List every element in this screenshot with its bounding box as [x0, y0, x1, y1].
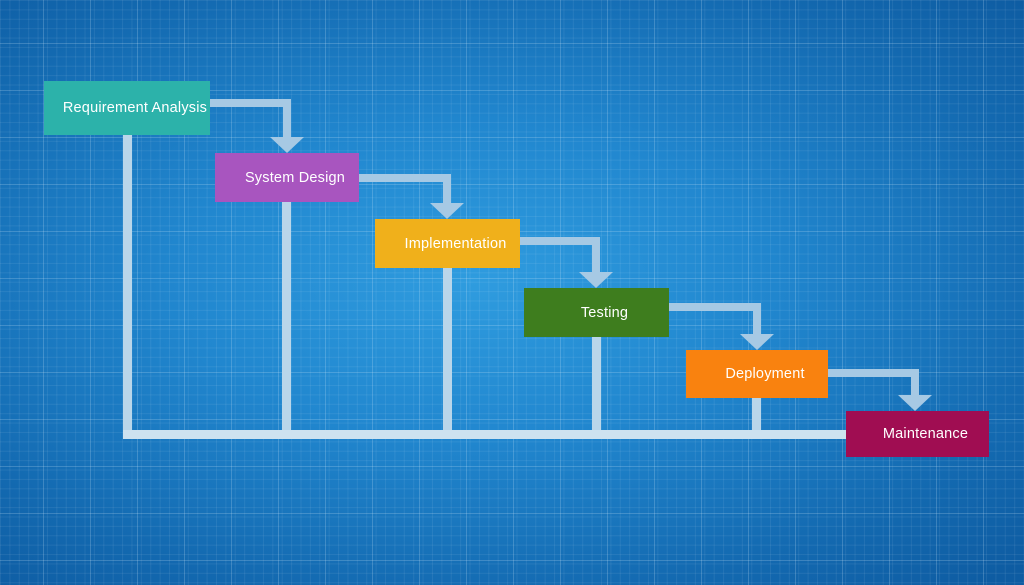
feedback-line-requirement-analysis	[123, 134, 132, 439]
stage-implementation: Implementation	[375, 219, 520, 268]
arrow-segment-vertical	[443, 174, 451, 203]
feedback-line-implementation	[443, 267, 452, 439]
feedback-line-deployment	[752, 397, 761, 439]
stage-label: Requirement Analysis	[62, 100, 208, 116]
arrow-segment-vertical	[592, 237, 600, 272]
feedback-bus-line-to-maintenance	[123, 430, 846, 439]
arrow-segment-horizontal	[210, 99, 291, 107]
arrow-head-down	[270, 137, 304, 153]
stage-label: System Design	[244, 169, 346, 186]
arrow-head-down	[898, 395, 932, 411]
feedback-line-system-design	[282, 201, 291, 439]
arrow-segment-horizontal	[669, 303, 761, 311]
arrow-segment-horizontal	[520, 237, 600, 245]
stage-testing: Testing	[524, 288, 669, 337]
arrow-segment-vertical	[283, 99, 291, 137]
arrow-segment-horizontal	[828, 369, 919, 377]
stage-label: Deployment	[725, 366, 805, 382]
arrow-head-down	[430, 203, 464, 219]
arrow-head-down	[579, 272, 613, 288]
stage-label: Implementation	[404, 235, 507, 252]
arrow-head-down	[740, 334, 774, 350]
stage-label: Maintenance	[882, 426, 969, 442]
arrow-segment-vertical	[753, 303, 761, 334]
stage-system-design: System Design	[215, 153, 359, 202]
arrow-segment-horizontal	[359, 174, 451, 182]
stage-label: Testing	[580, 304, 629, 321]
stage-deployment: Deployment	[686, 350, 828, 398]
feedback-line-testing	[592, 336, 601, 439]
arrow-segment-vertical	[911, 369, 919, 395]
stage-requirement-analysis: Requirement Analysis	[44, 81, 210, 135]
stage-maintenance: Maintenance	[846, 411, 989, 457]
